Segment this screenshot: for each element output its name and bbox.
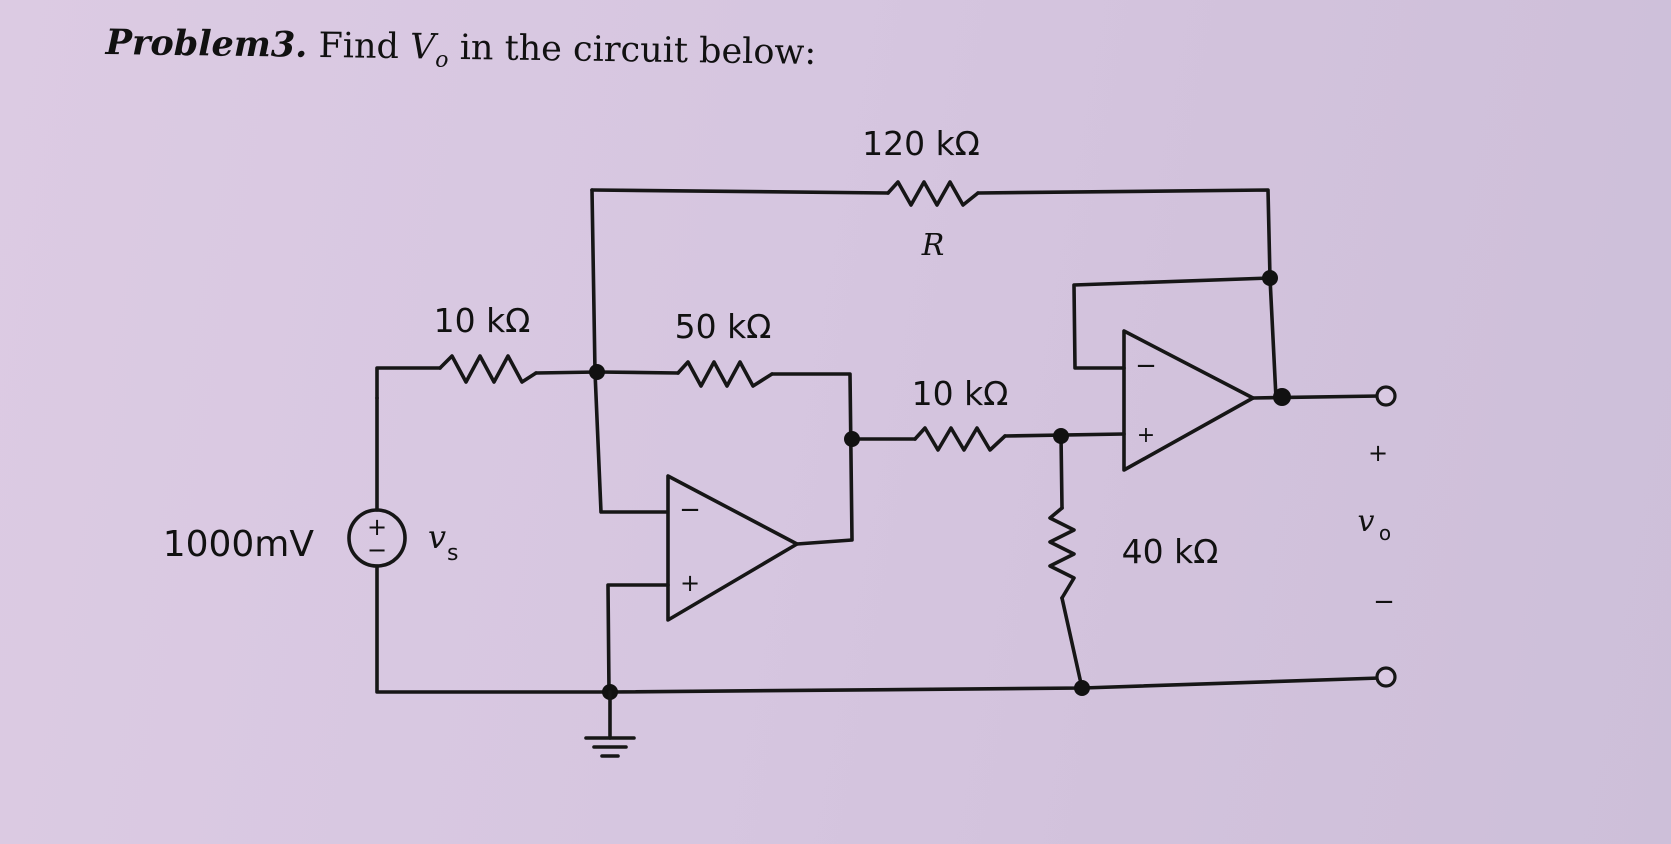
label-r-mid: 10 kΩ [912, 374, 1009, 413]
wire-shunt [1059, 433, 1084, 690]
wire-input [375, 366, 600, 400]
opamp2-minus: − [1135, 351, 1157, 381]
voltage-source-icon [347, 508, 407, 568]
label-r-f1: 50 kΩ [675, 307, 772, 346]
opamp1-plus: + [680, 569, 700, 597]
resistor-50k [676, 360, 774, 388]
resistor-10k-input [438, 354, 538, 384]
node-ground-right [1074, 680, 1090, 696]
opamp-2 [1122, 329, 1255, 472]
label-r-in: 10 kΩ [434, 301, 531, 340]
resistor-10k-mid [913, 426, 1007, 452]
output-terminal-minus [1375, 666, 1397, 688]
opamp2-plus: + [1137, 423, 1155, 448]
source-name: v [428, 518, 446, 556]
opamp-1 [666, 474, 799, 622]
output-minus: − [1373, 587, 1395, 617]
source-plus: + [367, 513, 387, 541]
wire-50k [596, 370, 854, 546]
source-value: 1000mV [163, 524, 315, 565]
label-r-shunt: 40 kΩ [1122, 532, 1219, 571]
wire-output [1251, 394, 1382, 400]
output-plus: + [1368, 439, 1388, 467]
label-r-fb: 120 kΩ [862, 124, 980, 163]
ground-icon [584, 690, 636, 758]
node-output [1273, 388, 1291, 406]
wire-node-a [590, 188, 668, 514]
output-name-subscript: o [1379, 521, 1391, 545]
source-minus: − [367, 536, 387, 564]
output-terminal-plus [1375, 385, 1397, 407]
resistor-120k [886, 180, 980, 207]
output-name: v [1358, 504, 1375, 539]
node-d [1262, 270, 1278, 286]
wire-mid [850, 432, 1126, 441]
node-a [589, 364, 605, 380]
wire-opamp1-noninv [606, 583, 670, 694]
wire-opamp2-fb [1072, 276, 1278, 400]
resistor-40k [1048, 506, 1076, 600]
wire-top-feedback [590, 188, 1272, 280]
opamp1-minus: − [679, 495, 701, 525]
wire-left-loop [375, 396, 1382, 694]
source-name-subscript: s [447, 541, 458, 566]
node-b [844, 431, 860, 447]
node-c [1053, 428, 1069, 444]
label-r-fb-name: R [921, 228, 945, 263]
